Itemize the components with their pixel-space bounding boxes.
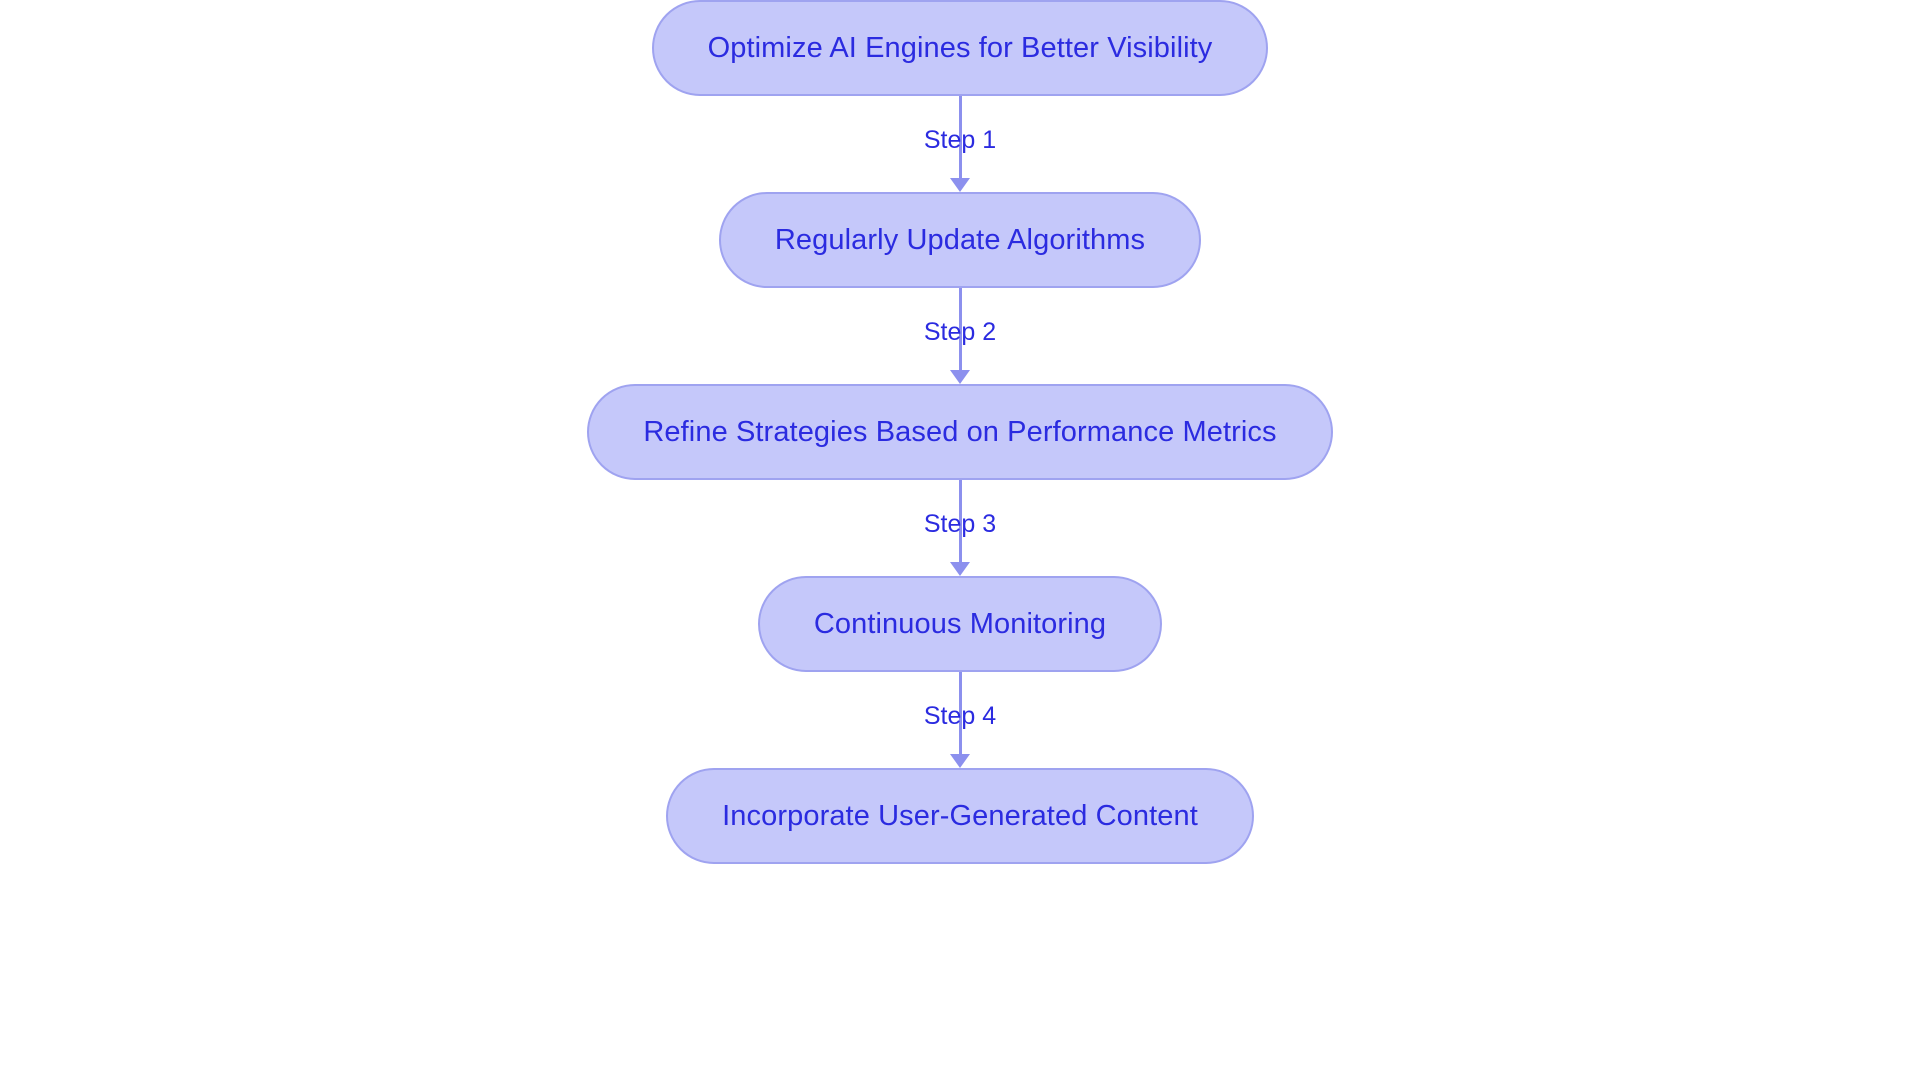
- flowchart-node-refine-strategies[interactable]: Refine Strategies Based on Performance M…: [587, 384, 1333, 480]
- arrow-down-icon: [950, 754, 970, 768]
- flowchart-node-optimize-ai-engines[interactable]: Optimize AI Engines for Better Visibilit…: [651, 0, 1269, 96]
- node-label: Incorporate User-Generated Content: [722, 799, 1198, 832]
- node-label: Refine Strategies Based on Performance M…: [643, 415, 1277, 448]
- flowchart-node-regularly-update-algorithms[interactable]: Regularly Update Algorithms: [718, 192, 1202, 288]
- arrow-down-icon: [950, 370, 970, 384]
- arrow-down-icon: [950, 178, 970, 192]
- flowchart-node-continuous-monitoring[interactable]: Continuous Monitoring: [757, 576, 1163, 672]
- flowchart-edge-step-3: Step 3: [900, 480, 1020, 576]
- flowchart-node-incorporate-user-generated-content[interactable]: Incorporate User-Generated Content: [666, 768, 1254, 864]
- node-label: Continuous Monitoring: [813, 607, 1107, 640]
- flowchart-edge-step-2: Step 2: [900, 288, 1020, 384]
- edge-line: [958, 96, 962, 180]
- node-label: Optimize AI Engines for Better Visibilit…: [707, 31, 1213, 64]
- arrow-down-icon: [950, 562, 970, 576]
- flowchart-edge-step-4: Step 4: [900, 672, 1020, 768]
- edge-label: Step 4: [923, 701, 997, 730]
- edge-label: Step 1: [923, 125, 997, 154]
- edge-label: Step 2: [923, 317, 997, 346]
- flowchart-edge-step-1: Step 1: [900, 96, 1020, 192]
- edge-line: [958, 480, 962, 564]
- edge-line: [958, 288, 962, 372]
- edge-label: Step 3: [923, 509, 997, 538]
- node-label: Regularly Update Algorithms: [774, 223, 1146, 256]
- edge-line: [958, 672, 962, 756]
